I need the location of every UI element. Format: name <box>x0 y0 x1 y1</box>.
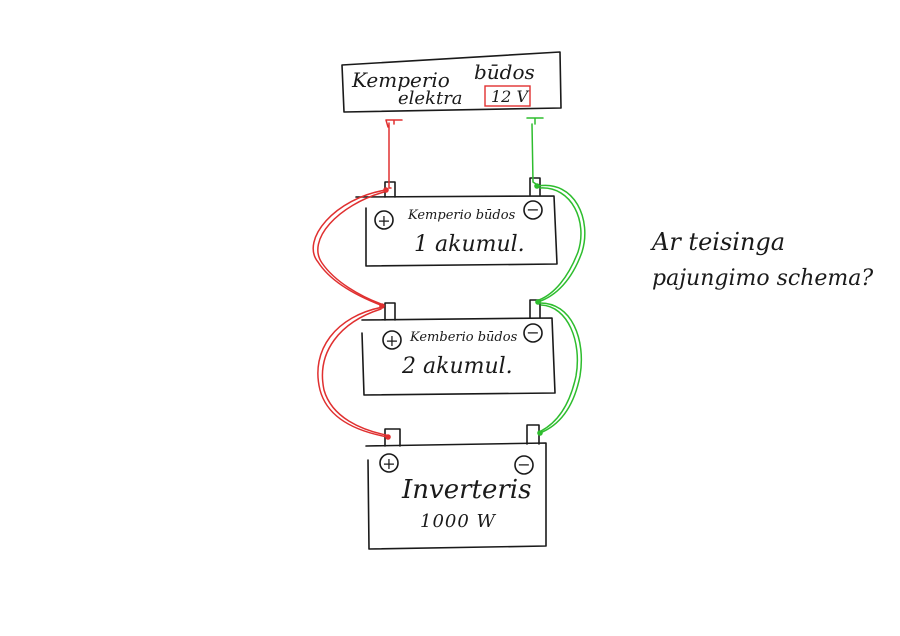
negative-wire-battery-2-to-inverter-second-stroke <box>540 304 579 432</box>
inverter-outline <box>365 442 547 550</box>
inverter-plus-circle <box>379 453 399 473</box>
battery-2-plus-sign: + <box>385 331 398 350</box>
inverter-plus-sign: + <box>382 454 395 473</box>
source-line1-left: Kemperio <box>351 68 450 92</box>
battery-1-minus-circle <box>523 200 543 220</box>
inverter-negative-terminal <box>526 424 540 445</box>
battery-2: + − Kemberio būdos 2 akumul. <box>361 299 556 396</box>
positive-wire-battery-2-to-inverter-second-stroke <box>321 308 387 436</box>
source-line1-right: būdos <box>474 60 535 84</box>
negative-junction-battery-2 <box>535 299 541 305</box>
inverter: + − Inverteris 1000 W <box>365 424 547 550</box>
battery-1-label: 1 akumul. <box>414 232 525 257</box>
positive-wire-battery-1-to-battery-2-second-stroke <box>317 191 385 305</box>
voltage-label: 12 V <box>491 87 529 106</box>
battery-2-positive-terminal <box>384 302 396 321</box>
power-source-outline <box>341 51 562 113</box>
battery-2-minus-circle <box>523 323 543 343</box>
positive-wire-battery-2-to-inverter <box>317 306 389 438</box>
question-line-2: pajungimo schema? <box>652 266 873 291</box>
positive-wire-battery-1-to-battery-2 <box>312 189 387 307</box>
negative-wire-battery-1-to-battery-2 <box>537 184 586 303</box>
positive-junction-inverter <box>385 434 391 440</box>
battery-1-outline <box>355 195 558 267</box>
voltage-highlight-box <box>484 85 531 107</box>
battery-2-title: Kemberio būdos <box>409 330 518 345</box>
negative-wire-source-to-battery-1 <box>526 117 544 185</box>
negative-wire-battery-2-to-inverter <box>538 302 583 434</box>
question-line-1: Ar teisinga <box>650 228 785 256</box>
battery-1-plus-sign: + <box>377 211 390 230</box>
negative-wiring <box>526 117 586 436</box>
battery-1-plus-circle <box>374 210 394 230</box>
positive-junction-battery-1 <box>383 187 389 193</box>
inverter-minus-circle <box>514 455 534 475</box>
negative-wire-battery-1-to-battery-2-second-stroke <box>538 187 582 301</box>
positive-wire-source-to-battery-1 <box>385 119 403 189</box>
inverter-minus-sign: − <box>517 455 530 474</box>
source-line2: elektra <box>398 88 463 109</box>
power-source-box: Kemperio būdos elektra 12 V <box>341 51 562 113</box>
positive-wiring <box>312 119 403 440</box>
battery-2-plus-circle <box>382 330 402 350</box>
inverter-power: 1000 W <box>420 511 497 532</box>
battery-2-minus-sign: − <box>526 323 539 342</box>
battery-1: + − Kemperio būdos 1 akumul. <box>355 177 558 267</box>
battery-2-outline <box>361 317 556 396</box>
negative-junction-battery-1 <box>534 183 540 189</box>
battery-1-minus-sign: − <box>526 200 539 219</box>
inverter-positive-terminal <box>384 428 401 447</box>
battery-2-label: 2 akumul. <box>401 354 513 379</box>
battery-1-title: Kemperio būdos <box>407 208 516 223</box>
negative-junction-inverter <box>537 430 543 436</box>
question-note: Ar teisinga pajungimo schema? <box>650 228 873 291</box>
battery-1-negative-terminal <box>529 177 541 196</box>
positive-junction-battery-2 <box>379 303 385 309</box>
inverter-label: Inverteris <box>401 475 531 505</box>
